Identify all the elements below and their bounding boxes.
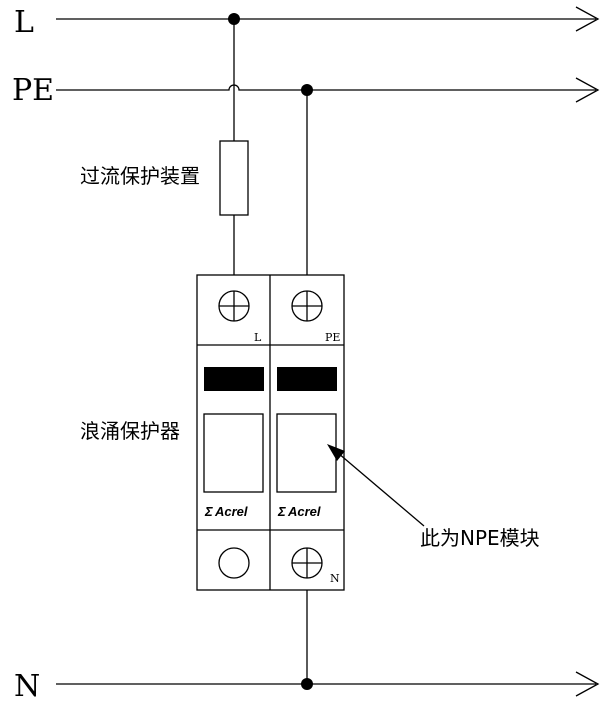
surge-protector-body	[196, 274, 345, 591]
terminal-label-l: L	[254, 331, 262, 344]
indicator-bar-right	[277, 367, 337, 391]
bus-line-l	[56, 6, 600, 32]
brand-mark-icon: Σ	[277, 504, 286, 519]
brand-mark-icon: Σ	[204, 504, 213, 519]
line-label-n: N	[14, 669, 40, 704]
brand-name-right: Acrel	[287, 504, 321, 519]
npe-leader-arrow	[327, 444, 425, 527]
indicator-bar-left	[204, 367, 264, 391]
terminal-top-left	[218, 290, 250, 322]
terminal-top-right	[291, 290, 323, 322]
brand-name-left: Acrel	[214, 504, 248, 519]
npe-module-label: 此为NPE模块	[420, 526, 540, 550]
terminal-label-pe: PE	[325, 331, 340, 344]
status-window-left	[203, 413, 264, 493]
overcurrent-fuse	[219, 140, 249, 216]
line-label-l: L	[14, 5, 34, 40]
brand-logo-right: Σ Acrel	[277, 504, 321, 519]
bus-line-n	[56, 671, 600, 697]
line-label-pe: PE	[12, 73, 54, 108]
brand-logo-left: Σ Acrel	[204, 504, 248, 519]
overcurrent-device-label: 过流保护装置	[80, 164, 200, 188]
bus-line-pe	[56, 77, 600, 103]
terminal-label-n: N	[330, 572, 340, 585]
surge-protector-label: 浪涌保护器	[80, 419, 180, 443]
terminal-bottom-right	[291, 547, 323, 579]
terminal-bottom-left	[218, 547, 250, 579]
status-window-right	[276, 413, 337, 493]
